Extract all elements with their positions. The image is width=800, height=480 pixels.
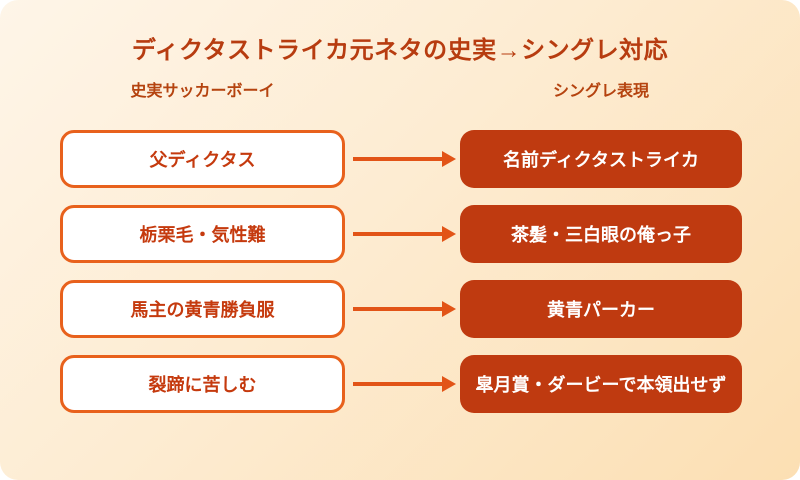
arrow-head — [442, 226, 456, 242]
mapping-row-1: 父ディクタス 名前ディクタストライカ — [60, 130, 742, 188]
mapping-rows: 父ディクタス 名前ディクタストライカ 栃栗毛・気性難 茶髪・三白眼の俺っ子 馬主… — [60, 130, 742, 430]
arrow-head — [442, 376, 456, 392]
mapping-box: 茶髪・三白眼の俺っ子 — [460, 205, 742, 263]
column-headers: 史実サッカーボーイ シングレ表現 — [60, 77, 742, 101]
fact-box: 父ディクタス — [60, 130, 345, 188]
arrow-right-icon — [353, 301, 456, 317]
arrow-line — [353, 382, 443, 386]
column-header-fact: 史実サッカーボーイ — [130, 83, 275, 100]
arrow-right-icon — [353, 226, 456, 242]
mapping-box: 名前ディクタストライカ — [460, 130, 742, 188]
fact-box: 裂蹄に苦しむ — [60, 355, 345, 413]
column-header-singure: シングレ表現 — [552, 83, 649, 100]
fact-box: 栃栗毛・気性難 — [60, 205, 345, 263]
mapping-box: 皐月賞・ダービーで本領出せず — [460, 355, 742, 413]
arrow-right-icon — [353, 376, 456, 392]
mapping-row-4: 裂蹄に苦しむ 皐月賞・ダービーで本領出せず — [60, 355, 742, 413]
mapping-row-3: 馬主の黄青勝負服 黄青パーカー — [60, 280, 742, 338]
mapping-row-2: 栃栗毛・気性難 茶髪・三白眼の俺っ子 — [60, 205, 742, 263]
fact-box: 馬主の黄青勝負服 — [60, 280, 345, 338]
arrow-head — [442, 151, 456, 167]
page-title: ディクタストライカ元ネタの史実→シングレ対応 — [131, 37, 669, 64]
arrow-line — [353, 307, 443, 311]
arrow-line — [353, 157, 443, 161]
arrow-head — [442, 301, 456, 317]
arrow-right-icon — [353, 151, 456, 167]
arrow-line — [353, 232, 443, 236]
mapping-box: 黄青パーカー — [460, 280, 742, 338]
